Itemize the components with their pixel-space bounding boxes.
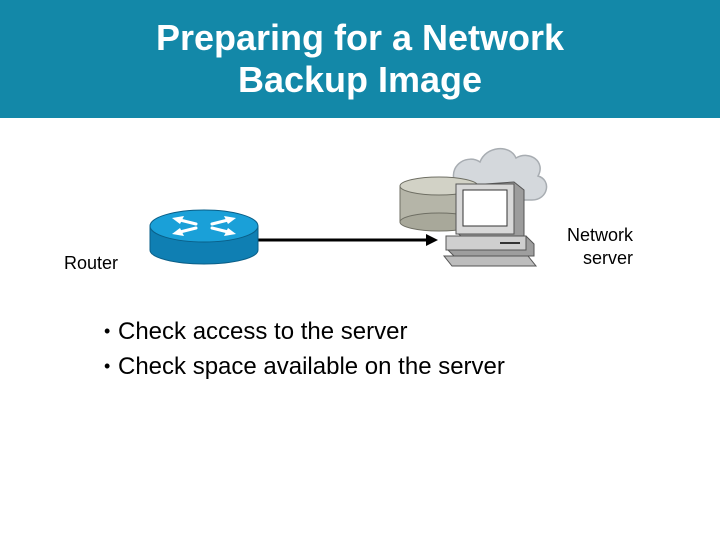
- slide-title-line-2: Backup Image: [237, 59, 483, 100]
- router-icon: [149, 209, 259, 265]
- network-diagram: [149, 148, 548, 267]
- network-server-label-line-1: Network: [566, 225, 633, 245]
- router-label: Router: [64, 253, 119, 273]
- slide-title-line-1: Preparing for a Network: [155, 17, 565, 58]
- title-banner: Preparing for a Network Backup Image: [0, 0, 720, 118]
- bullet-list: • Check access to the server • Check space…: [104, 314, 505, 384]
- bullet-icon: •: [104, 321, 111, 341]
- network-server-label-line-2: server: [582, 248, 633, 268]
- network-server-icon: [442, 181, 538, 267]
- list-item: • Check access to the server: [104, 314, 505, 349]
- connection-arrow: [256, 234, 438, 246]
- network-server-label: Network server: [520, 224, 633, 270]
- bullet-icon: •: [104, 356, 111, 376]
- bullet-text: Check space available on the server: [118, 353, 505, 380]
- bullet-text: Check access to the server: [118, 318, 408, 345]
- list-item: • Check space available on the server: [104, 349, 505, 384]
